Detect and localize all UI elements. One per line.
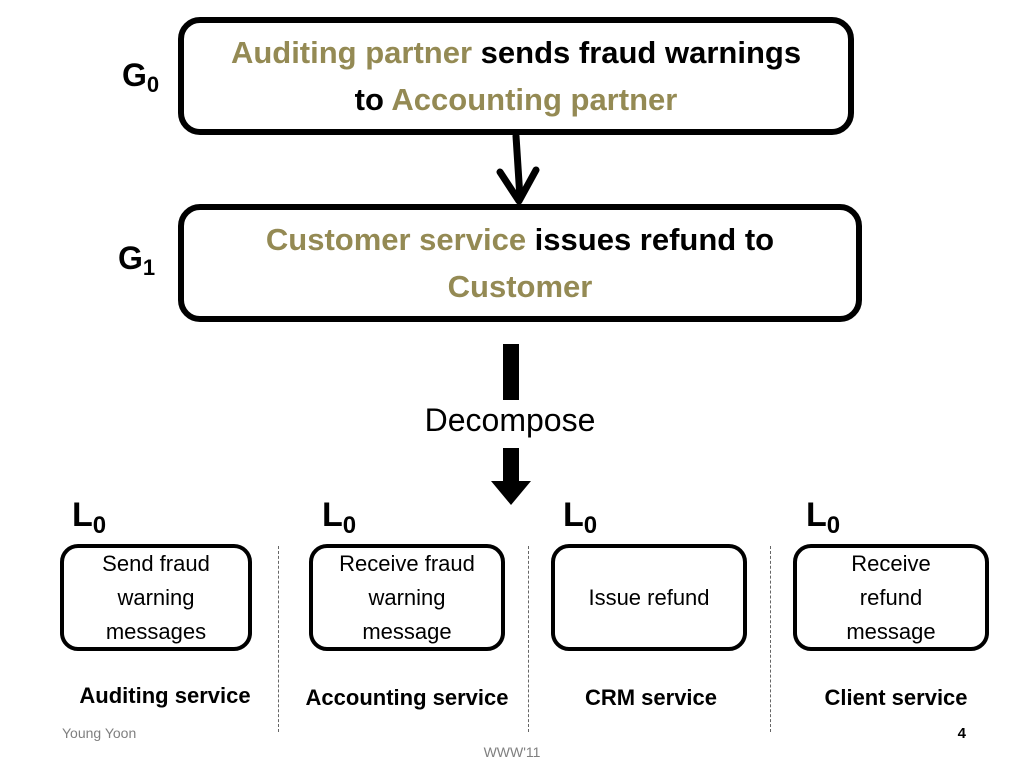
divider-3 [770, 546, 771, 732]
g0-to: to [354, 82, 392, 117]
l0-label-main: L [563, 496, 584, 534]
task-box-issue-refund: Issue refund [551, 544, 747, 651]
g0-sends-fraud-warnings: sends fraud warnings [472, 35, 802, 70]
task-text: Send fraud warning messages [102, 550, 210, 644]
task-box-send-fraud-warning: Send fraud warning messages [60, 544, 252, 651]
g0-auditing-partner: Auditing partner [230, 35, 473, 70]
g0-accounting-partner: Accounting partner [391, 82, 678, 117]
l0-label-crm: L0 [563, 496, 597, 538]
decompose-arrow-upper-shaft [503, 344, 519, 400]
service-label-auditing: Auditing service [79, 683, 251, 708]
g1-goal-box: Customer service issues refund to Custom… [178, 204, 862, 322]
service-label-accounting: Accounting service [305, 685, 509, 710]
l0-label-main: L [322, 496, 343, 534]
l0-label-sub: 0 [583, 512, 598, 539]
g1-goal-text: Customer service issues refund to Custom… [266, 216, 774, 310]
service-label-client: Client service [824, 685, 968, 710]
divider-2 [528, 546, 529, 732]
page-number: 4 [957, 725, 966, 742]
g1-label-main: G [118, 240, 143, 276]
l0-label-sub: 0 [92, 512, 107, 539]
decompose-arrow-lower-shaft [503, 448, 519, 482]
g1-customer: Customer [447, 269, 593, 304]
l0-label-sub: 0 [342, 512, 357, 539]
g0-goal-box: Auditing partner sends fraud warnings to… [178, 17, 854, 135]
g0-to-g1-arrow-head [496, 166, 540, 205]
task-text: Receive refund message [846, 550, 936, 644]
g0-label-sub: 0 [146, 72, 160, 97]
l0-label-main: L [806, 496, 827, 534]
g0-label-main: G [122, 57, 147, 93]
g1-label: G1 [118, 240, 156, 280]
task-text: Receive fraud warning message [339, 550, 475, 644]
l0-label-sub: 0 [826, 512, 841, 539]
footer-venue: WWW'11 [483, 744, 541, 760]
g0-goal-text: Auditing partner sends fraud warnings to… [231, 29, 801, 123]
g1-customer-service: Customer service [265, 222, 527, 257]
service-label-crm: CRM service [584, 685, 718, 710]
l0-label-auditing: L0 [72, 496, 106, 538]
decompose-label: Decompose [424, 402, 596, 438]
l0-label-main: L [72, 496, 93, 534]
decompose-arrow-head [491, 481, 531, 505]
divider-1 [278, 546, 279, 732]
g1-label-sub: 1 [142, 255, 156, 280]
footer-author: Young Yoon [62, 725, 137, 741]
g0-to-g1-arrow-shaft [512, 132, 524, 202]
task-text: Issue refund [588, 584, 710, 610]
l0-label-client: L0 [806, 496, 840, 538]
task-box-receive-fraud-warning: Receive fraud warning message [309, 544, 505, 651]
g1-issues-refund-to: issues refund to [526, 222, 775, 257]
l0-label-accounting: L0 [322, 496, 356, 538]
g0-label: G0 [122, 57, 160, 97]
task-box-receive-refund: Receive refund message [793, 544, 989, 651]
